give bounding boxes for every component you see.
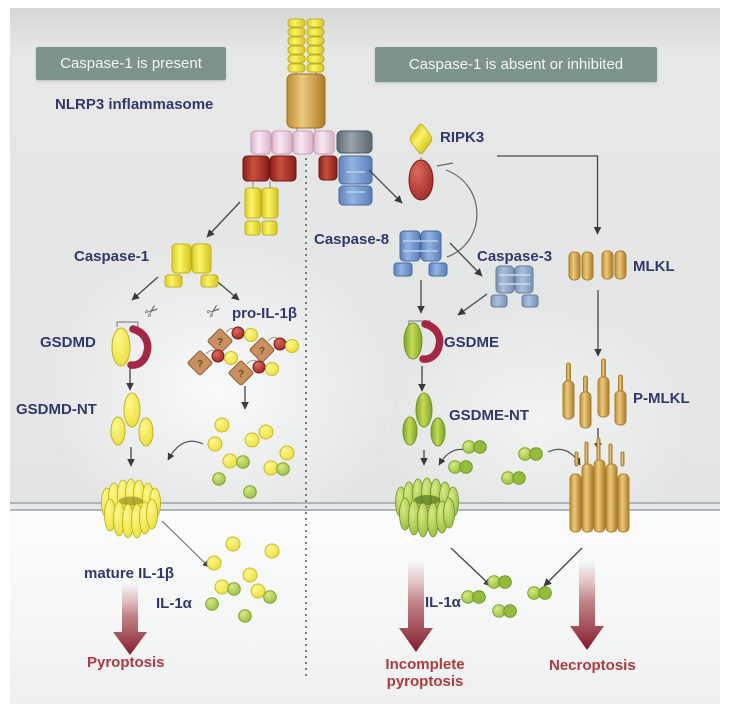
asc-speck-yellow-stack	[287, 18, 325, 73]
mlkl-label: MLKL	[633, 258, 675, 275]
caspase3-icon	[490, 265, 539, 308]
svg-text:?: ?	[197, 359, 203, 370]
cell-membrane	[10, 502, 720, 511]
pro-il1b-unit: ?	[187, 349, 238, 376]
cytokine-particles-released-left	[205, 536, 280, 623]
gsdmd-nt-icon	[110, 392, 154, 447]
cytokine-pairs-cytoplasm-right	[448, 440, 543, 485]
mature-il1b-label: mature IL-1β	[84, 565, 175, 582]
caspase8-icon	[393, 230, 448, 277]
pro-il1b-label: pro-IL-1β	[232, 305, 297, 322]
pro-il1b-unit: ?	[249, 336, 299, 363]
header-caspase1-absent: Caspase-1 is absent or inhibited	[375, 47, 657, 82]
p-mlkl-icon	[562, 358, 627, 429]
pro-il1b-cluster: ? ? ? ?	[187, 326, 299, 386]
gsdme-icon	[403, 320, 444, 363]
nlrp3-inflammasome-complex	[242, 18, 373, 236]
gsdme-nt-icon	[402, 392, 446, 447]
ripk3-icon	[408, 123, 434, 201]
caspase1-icon	[164, 243, 219, 288]
necroptosis-label: Necroptosis	[549, 657, 636, 674]
pathway-arrows	[126, 155, 602, 587]
cytokine-particles-cytoplasm-left	[207, 417, 295, 499]
cytokine-pairs-released-center	[461, 575, 552, 618]
incomplete-pyroptosis-arrow	[399, 562, 433, 652]
il1a-left-label: IL-1α	[156, 595, 192, 612]
complex-gold-core	[286, 73, 326, 129]
panel-divider-dotted-line	[305, 140, 307, 678]
nlrp3-label: NLRP3 inflammasome	[55, 96, 214, 113]
svg-text:?: ?	[217, 337, 223, 348]
il1a-right-label: IL-1α	[425, 594, 461, 611]
incomplete-pyroptosis-line1: Incomplete	[385, 656, 465, 673]
svg-text:?: ?	[238, 369, 244, 380]
gsdme-label: GSDME	[444, 334, 500, 351]
p-mlkl-channel-icon	[569, 437, 630, 533]
caspase8-inhibits-ripk3-arc	[436, 162, 478, 258]
incomplete-pyroptosis-line2: pyroptosis	[386, 673, 464, 690]
pro-il1b-unit: ?	[207, 326, 258, 354]
complex-red-segment-right	[318, 155, 338, 181]
caspase8-label: Caspase-8	[314, 231, 390, 248]
scissors-icon: ✂	[203, 299, 227, 324]
pyroptosis-label: Pyroptosis	[87, 654, 165, 671]
outcome-arrows	[113, 562, 604, 655]
p-mlkl-label: P-MLKL	[633, 390, 690, 407]
complex-blue-segments	[338, 155, 373, 206]
complex-gray-segment	[336, 130, 373, 154]
pyroptosis-arrow	[113, 584, 147, 655]
mlkl-icon	[568, 250, 627, 281]
incomplete-pyroptosis-label: Incomplete pyroptosis	[366, 656, 484, 690]
scissors-icon: ✂	[141, 299, 165, 324]
gsdmd-nt-label: GSDMD-NT	[16, 401, 97, 418]
gsdmd-label: GSDMD	[40, 334, 96, 351]
svg-text:?: ?	[259, 346, 265, 357]
cleavage-scissors-icons: ✂ ✂	[141, 299, 227, 324]
pro-il1b-unit: ?	[228, 359, 279, 386]
gsdme-pore-icon	[395, 477, 459, 538]
header-caspase1-present: Caspase-1 is present	[36, 47, 226, 80]
complex-pink-band	[250, 130, 335, 155]
complex-yellow-segments-left	[244, 187, 279, 236]
gsdmd-icon	[111, 321, 152, 369]
caspase3-label: Caspase-3	[477, 248, 553, 265]
complex-red-segments-left	[242, 155, 297, 182]
necroptosis-arrow	[570, 562, 604, 650]
gsdme-nt-label: GSDME-NT	[449, 407, 529, 424]
ripk3-label: RIPK3	[440, 129, 485, 146]
caspase1-label: Caspase-1	[74, 248, 150, 265]
gsdmd-pore-icon	[101, 478, 161, 539]
